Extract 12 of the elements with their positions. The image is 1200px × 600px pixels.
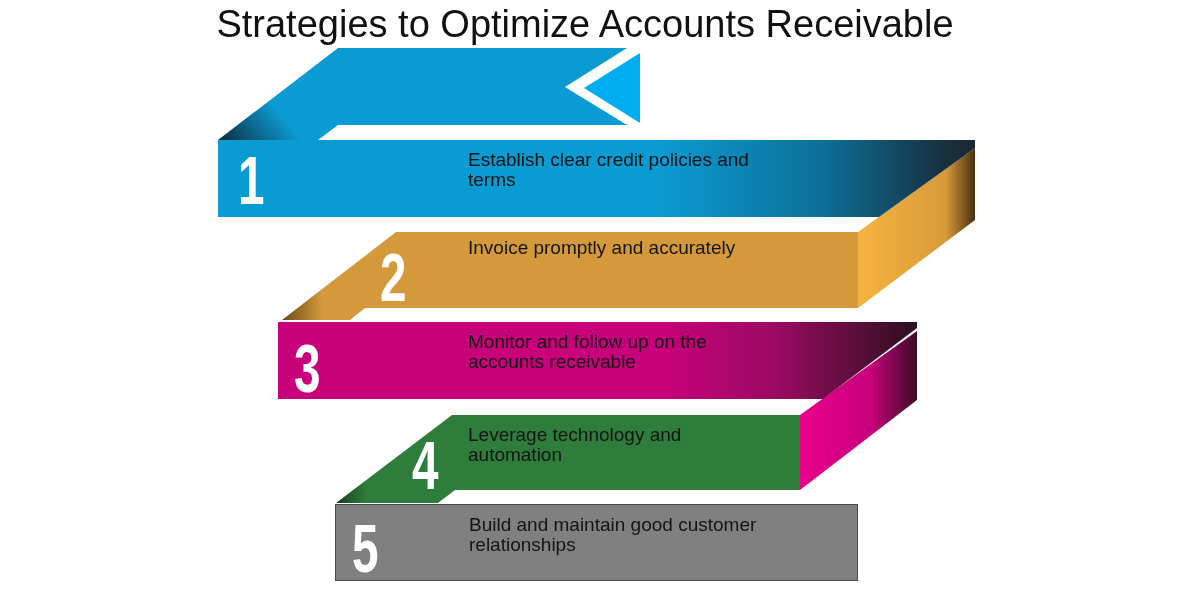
step-text: Monitor and follow up on the accounts receivable <box>468 332 708 372</box>
step-number: 1 <box>238 155 265 205</box>
ribbon-band <box>335 504 858 581</box>
step-text: Build and maintain good customer relationships <box>469 515 758 555</box>
title: Strategies to Optimize Accounts Receivable <box>215 2 955 46</box>
step-text: Invoice promptly and accurately <box>468 238 737 258</box>
step-number: 5 <box>352 523 379 573</box>
step-number: 4 <box>412 440 439 490</box>
step-number: 2 <box>380 252 407 302</box>
step-number: 3 <box>294 343 321 393</box>
step-text: Leverage technology and automation <box>468 425 683 465</box>
step-text: Establish clear credit policies and terms <box>468 150 750 190</box>
